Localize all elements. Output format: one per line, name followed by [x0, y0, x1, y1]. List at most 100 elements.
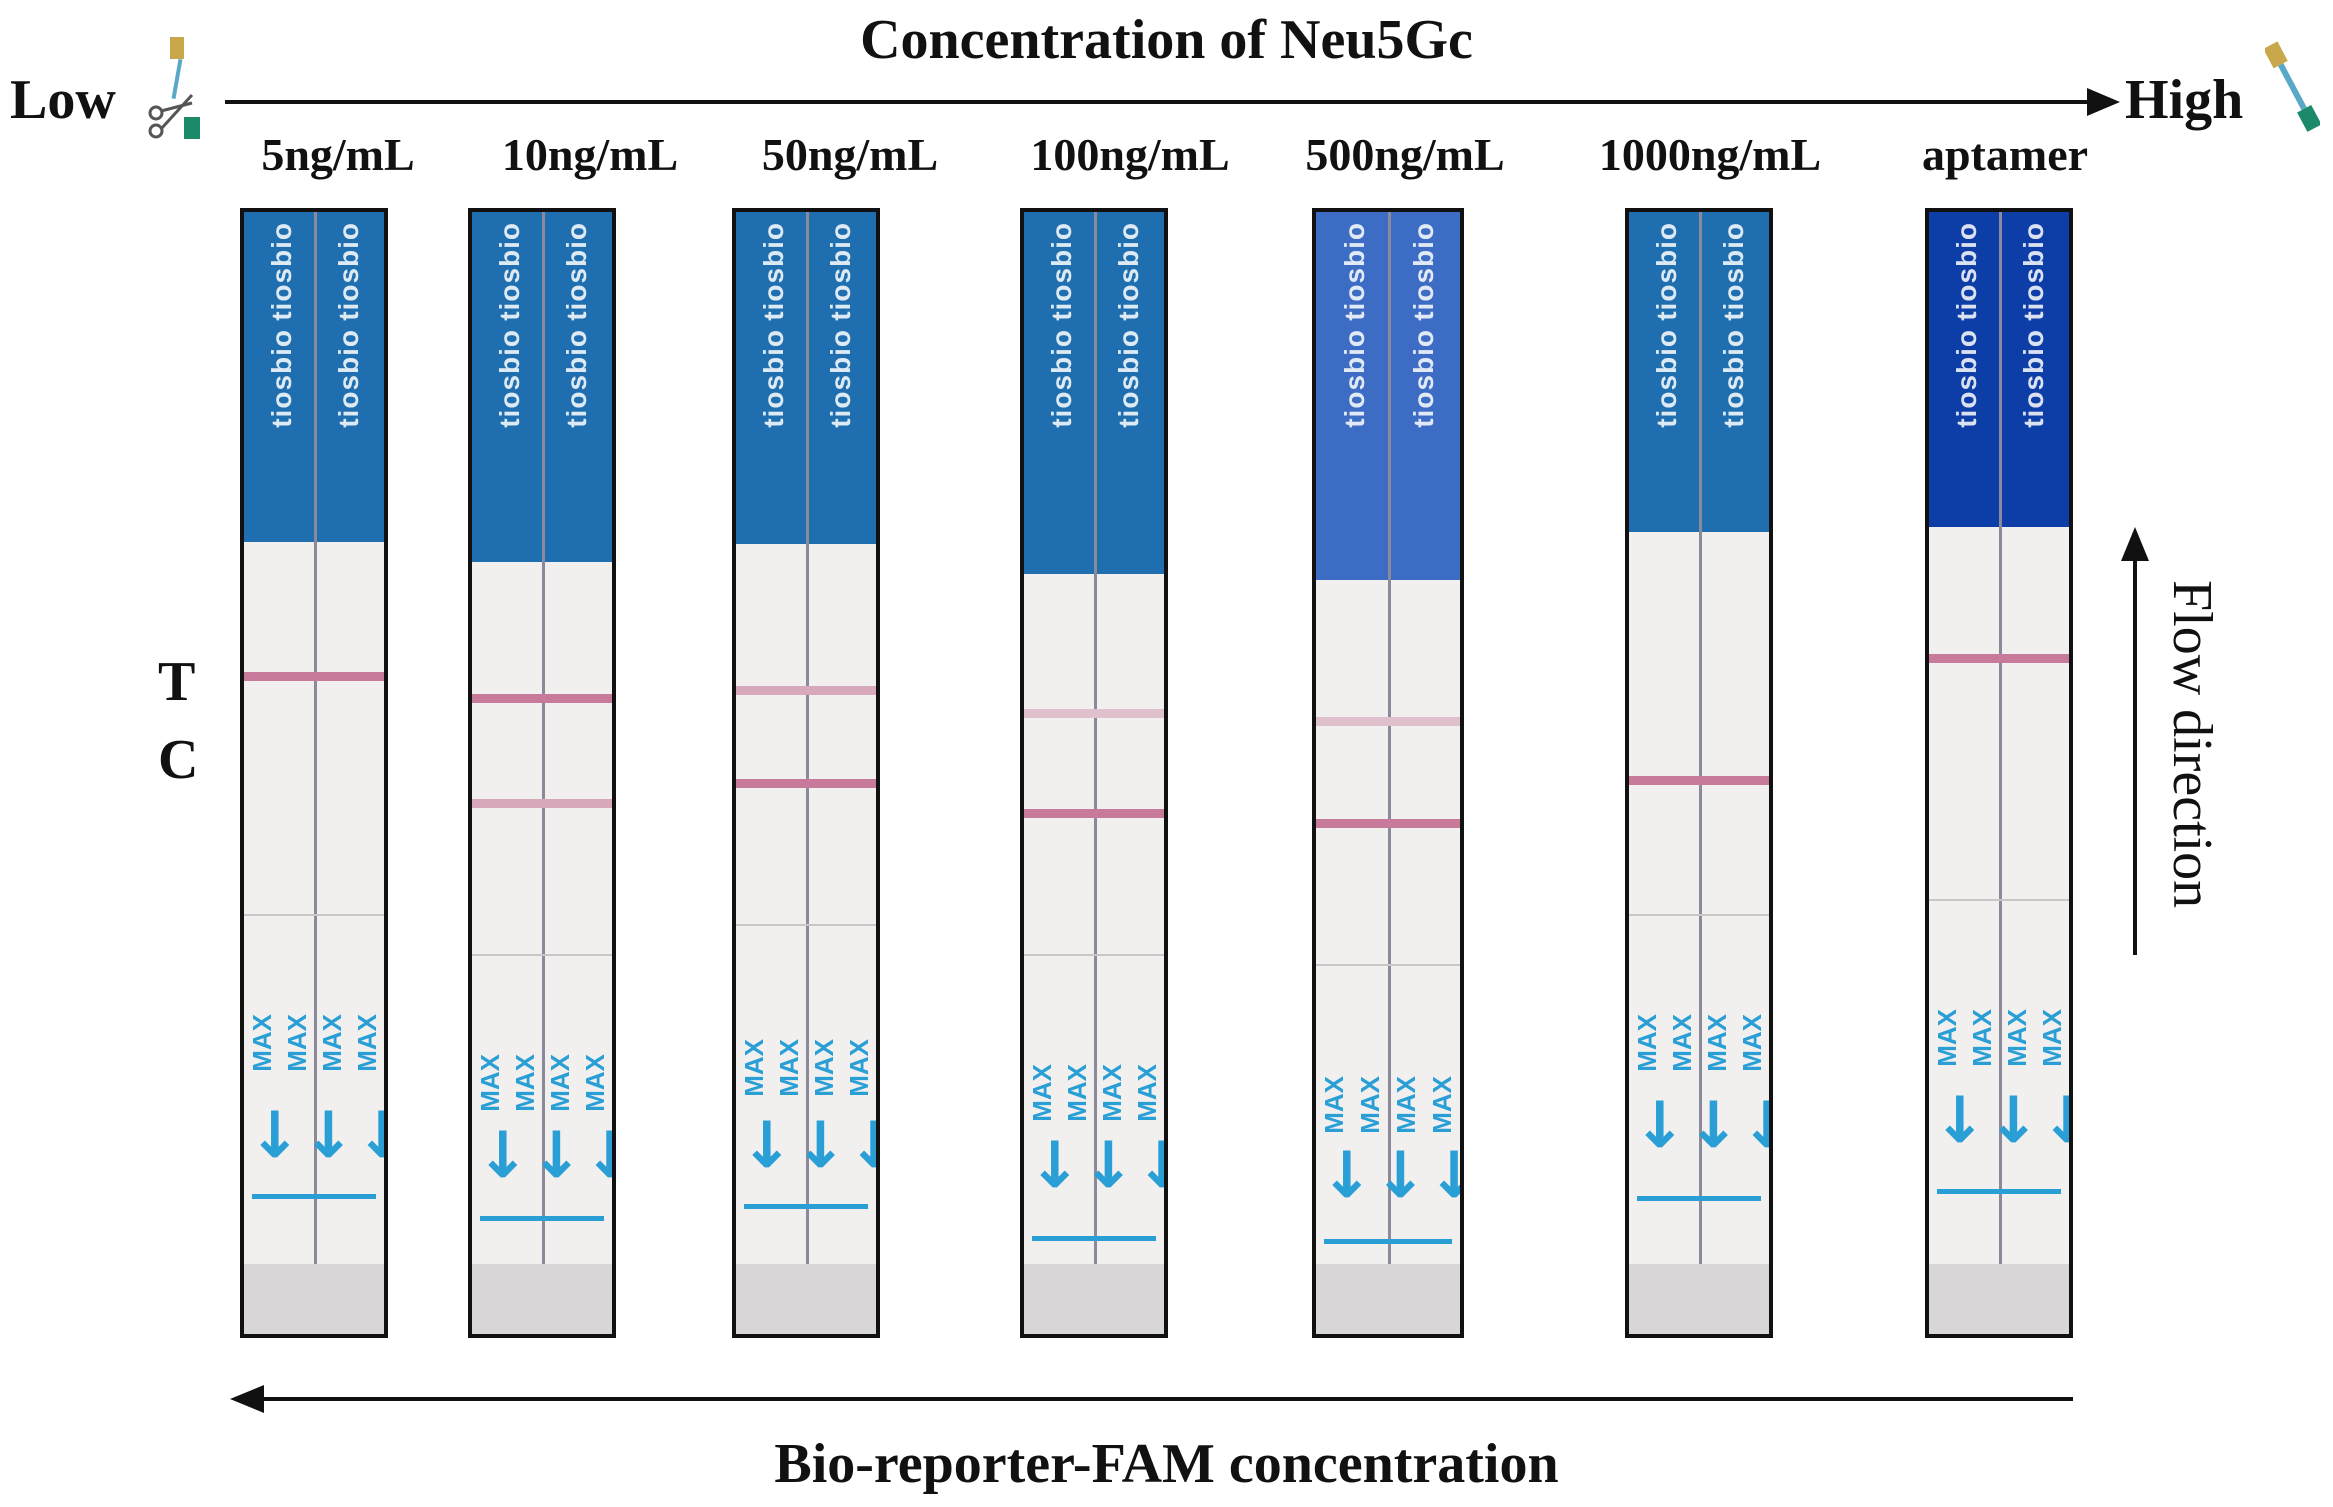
- arrow-down-icon: ↓: [1427, 1144, 1460, 1208]
- flow-direction-arrow: [2121, 527, 2149, 955]
- control-band: [736, 779, 876, 788]
- max-line: [1637, 1196, 1761, 1201]
- flow-direction-label: Flow direction: [2161, 580, 2223, 909]
- conc-label-5: 5ng/mL: [261, 129, 415, 180]
- brand-text: tiosbio: [1650, 328, 1682, 428]
- max-line: [1032, 1236, 1156, 1241]
- brand-text: tiosbio: [1338, 328, 1370, 428]
- conc-label-100: 100ng/mL: [1030, 129, 1230, 180]
- control-band: [1316, 819, 1460, 828]
- max-text: MAX: [1966, 1009, 1997, 1067]
- max-text: MAX: [1391, 1076, 1421, 1134]
- strip-split-line: [542, 212, 545, 1334]
- brand-text: tiosbio: [493, 328, 525, 428]
- high-label: High: [2125, 69, 2244, 131]
- bottom-arrow: [230, 1385, 2073, 1413]
- arrow-down-icon: ↓: [793, 1109, 848, 1183]
- dip-arrows: ↓↓↓↓: [740, 1109, 876, 1183]
- brand-text: tiosbio: [824, 328, 856, 428]
- conc-label-50: 50ng/mL: [761, 129, 939, 180]
- max-text: MAX: [1931, 1009, 1962, 1067]
- max-text: MAX: [738, 1039, 769, 1097]
- sample-pad: [736, 1264, 876, 1334]
- control-band: [1929, 654, 2069, 663]
- max-text: MAX: [1736, 1014, 1767, 1072]
- max-text: MAX: [1131, 1064, 1162, 1122]
- test-band: [736, 686, 876, 695]
- arrow-down-icon: ↓: [301, 1099, 356, 1173]
- strip-split-line: [314, 212, 317, 1334]
- arrow-down-icon: ↓: [1028, 1129, 1082, 1203]
- cut-strip-icon: [148, 37, 200, 139]
- dip-arrows: ↓↓↓↓: [476, 1119, 612, 1193]
- brand-column: tiosbio tiosbio: [1322, 222, 1388, 590]
- max-text: MAX: [474, 1054, 505, 1112]
- brand-text: tiosbio: [1950, 222, 1982, 321]
- strip-split-line: [1388, 212, 1391, 1334]
- top-arrow: [225, 88, 2120, 116]
- arrow-down-icon: ↓: [2040, 1089, 2069, 1153]
- brand-text: tiosbio: [1045, 222, 1077, 321]
- arrow-down-icon: ↓: [1740, 1094, 1769, 1158]
- control-band: [1629, 776, 1769, 785]
- dip-arrows: ↓↓↓↓: [1633, 1094, 1769, 1158]
- arrow-down-icon: ↓: [529, 1119, 584, 1193]
- bottom-title: Bio-reporter-FAM concentration: [774, 1433, 1559, 1495]
- max-line: [1324, 1239, 1452, 1244]
- top-title: Concentration of Neu5Gc: [860, 9, 1473, 71]
- brand-text: tiosbio: [1717, 222, 1749, 321]
- max-text: MAX: [1061, 1064, 1092, 1122]
- strip-split-line: [806, 212, 809, 1334]
- brand-text: tiosbio: [265, 328, 297, 428]
- max-text: MAX: [2036, 1009, 2067, 1067]
- max-line: [744, 1204, 868, 1209]
- max-text: MAX: [843, 1039, 874, 1097]
- max-text: MAX: [509, 1054, 540, 1112]
- conc-label-500: 500ng/mL: [1305, 129, 1505, 180]
- sample-pad: [1316, 1264, 1460, 1334]
- test-band: [1316, 717, 1460, 726]
- max-line: [1937, 1189, 2061, 1194]
- max-text: MAX: [1666, 1014, 1697, 1072]
- arrow-down-icon: ↓: [1081, 1129, 1136, 1203]
- control-band: [1024, 809, 1164, 818]
- brand-text: tiosbio: [1112, 222, 1144, 321]
- max-text: MAX: [808, 1039, 839, 1097]
- max-text: MAX: [316, 1014, 347, 1072]
- strip-split-line: [1999, 212, 2002, 1334]
- max-text: MAX: [1355, 1076, 1385, 1134]
- pad-boundary: [1316, 964, 1460, 966]
- control-band: [244, 672, 384, 681]
- max-line: [480, 1216, 604, 1221]
- brand-text: tiosbio: [1112, 328, 1144, 428]
- arrow-down-icon: ↓: [476, 1119, 530, 1193]
- pad-boundary: [1024, 954, 1164, 956]
- pad-boundary: [244, 914, 384, 916]
- brand-text: tiosbio: [1338, 222, 1370, 321]
- brand-text: tiosbio: [2017, 328, 2049, 428]
- arrow-down-icon: ↓: [248, 1099, 302, 1173]
- dip-arrows: ↓↓↓↓: [1933, 1089, 2069, 1153]
- sample-pad: [472, 1264, 612, 1334]
- max-text: MAX: [1427, 1076, 1457, 1134]
- max-text: MAX: [351, 1014, 382, 1072]
- max-text: MAX: [2001, 1009, 2032, 1067]
- brand-text: tiosbio: [1045, 328, 1077, 428]
- test-line-marker: T: [158, 651, 196, 713]
- control-line-marker: C: [158, 729, 199, 791]
- conc-label-1000: 1000ng/mL: [1598, 129, 1822, 180]
- arrow-down-icon: ↓: [355, 1104, 384, 1168]
